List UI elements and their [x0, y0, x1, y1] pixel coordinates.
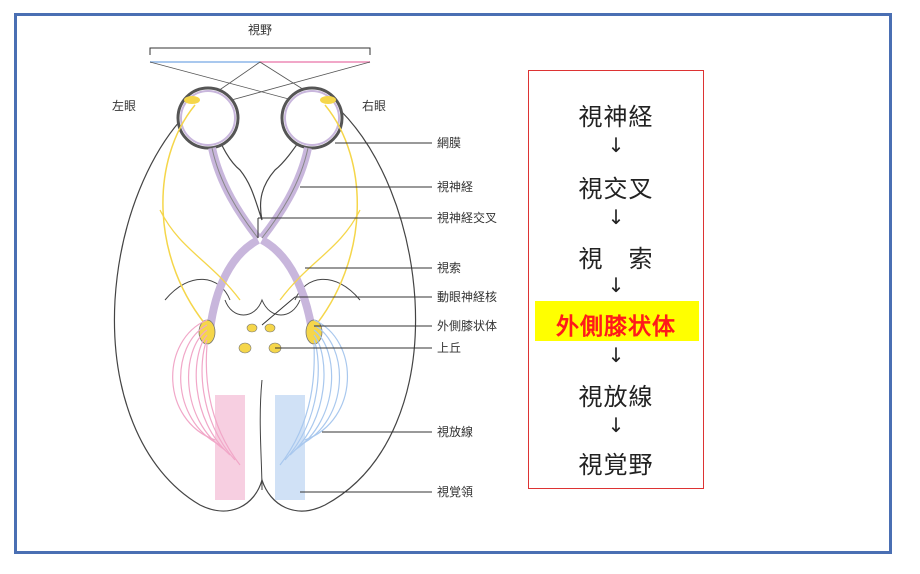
brain-outline — [113, 106, 417, 512]
flow-arrow-5: ↓ — [607, 413, 625, 437]
flow-step-visual-area: 視覚野 — [578, 451, 654, 479]
label-superior-colliculus: 上丘 — [437, 341, 461, 355]
brain-midline — [259, 379, 263, 491]
flow-step-lgn: 外側膝状体 — [556, 314, 676, 340]
right-eye — [280, 86, 344, 150]
label-oculomotor-nucleus: 動眼神経核 — [437, 290, 497, 304]
label-optic-chiasm: 視神経交叉 — [437, 210, 497, 225]
pathway-flow-box: 視神経 ↓ 視交叉 ↓ 視 索 ↓ 外側膝状体 ↓ 視放線 ↓ 視覚野 — [528, 70, 704, 489]
label-right-eye: 右眼 — [362, 98, 386, 113]
left-eye — [176, 86, 240, 150]
outer-frame — [14, 13, 892, 554]
oculomotor-nucleus-right — [264, 323, 276, 333]
label-retina: 網膜 — [437, 136, 461, 150]
flow-step-optic-chiasm: 視交叉 — [578, 175, 654, 203]
label-optic-nerve: 視神経 — [437, 179, 473, 194]
optic-nerve-right — [258, 147, 312, 241]
flow-step-optic-nerve: 視神経 — [578, 103, 654, 131]
label-left-eye: 左眼 — [112, 98, 136, 113]
flow-step-optic-tract: 視 索 — [578, 245, 654, 273]
superior-colliculus-left — [238, 342, 252, 354]
optic-tract-right — [259, 236, 316, 331]
label-optic-tract: 視索 — [437, 260, 461, 275]
label-visual-field: 視野 — [248, 22, 272, 37]
visual-cortex-right — [275, 395, 305, 500]
flow-arrow-2: ↓ — [607, 205, 625, 229]
oculomotor-nucleus-left — [246, 323, 258, 333]
visual-field-bracket — [149, 47, 371, 55]
label-visual-cortex: 視覚領 — [437, 484, 473, 499]
visual-cortex-left — [215, 395, 245, 500]
optic-nerve-left — [208, 147, 262, 241]
label-optic-radiation: 視放線 — [437, 424, 473, 439]
optic-tract-left — [206, 236, 261, 331]
flow-highlight — [535, 301, 699, 341]
label-lgn: 外側膝状体 — [437, 319, 497, 333]
flow-arrow-3: ↓ — [607, 273, 625, 297]
flow-step-optic-radiation: 視放線 — [578, 383, 654, 411]
flow-arrow-4: ↓ — [607, 343, 625, 367]
flow-arrow-1: ↓ — [607, 133, 625, 157]
